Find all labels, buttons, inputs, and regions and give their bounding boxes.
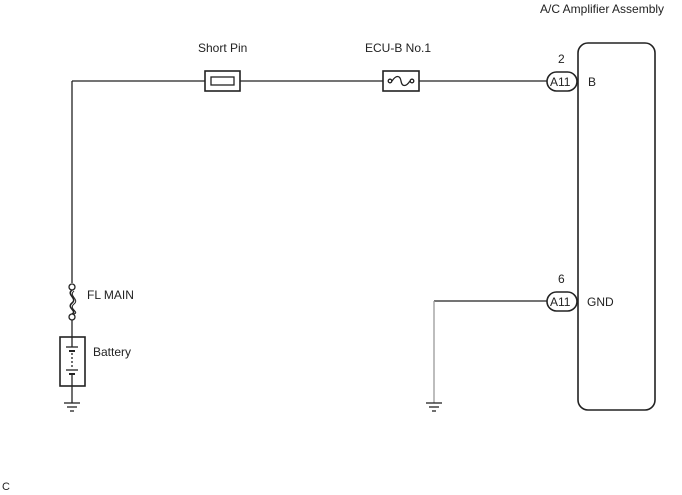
battery-icon [59,336,86,387]
short-pin-label: Short Pin [198,41,248,55]
connector-id: A11 [550,295,571,309]
fusible-link-icon [68,283,77,321]
fuse-label: ECU-B No.1 [365,41,432,55]
ac-amplifier-assembly-box [577,42,656,411]
connector-pin-number: 2 [558,52,565,66]
short-pin-icon [204,70,241,92]
terminal-label: B [588,75,597,89]
ground-icon-gnd [426,402,442,412]
fuse-icon [382,70,420,92]
connector-pin-number: 6 [558,272,565,286]
battery-label: Battery [93,345,132,359]
connector-a11-pin2 [546,71,578,92]
terminal-label: GND [587,295,614,309]
connector-id: A11 [550,75,571,89]
ground-icon-battery [64,402,80,412]
fl-main-label: FL MAIN [87,288,134,302]
footer-code: C [2,481,10,493]
assembly-title: A/C Amplifier Assembly [540,2,665,16]
